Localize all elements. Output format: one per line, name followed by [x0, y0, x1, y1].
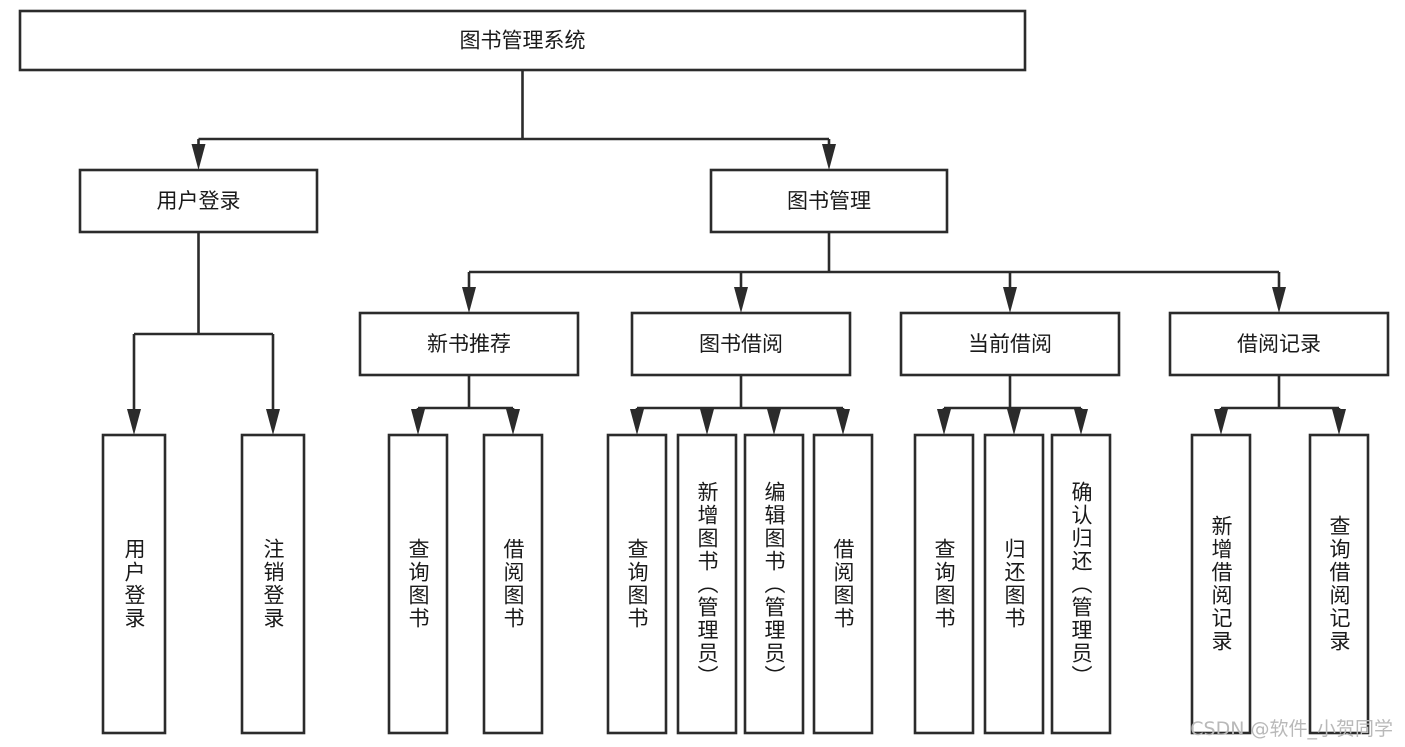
node-leaf-查询图书[interactable]	[913, 433, 975, 735]
node-box	[1190, 433, 1252, 735]
edge-借阅记录-to-新增借阅记录-arrowhead	[1214, 409, 1228, 435]
node-box	[1308, 433, 1370, 735]
edge-booksmgmt-to-借阅记录-arrowhead	[1272, 287, 1286, 313]
edge-root-to-用户登录-arrowhead	[191, 144, 206, 170]
node-label: 借阅记录	[1237, 332, 1321, 356]
edge-用户登录-to-注销登录-arrowhead	[266, 409, 280, 435]
node-label: 新书推荐	[427, 332, 511, 356]
node-box	[1050, 433, 1112, 735]
node-leaf-归还图书[interactable]	[983, 433, 1045, 735]
node-label: 图书管理	[787, 189, 871, 213]
edge-booksmgmt-to-图书借阅-arrowhead	[734, 287, 748, 313]
node-leaf-新增图书管理员[interactable]	[676, 433, 738, 735]
node-box	[18, 9, 1027, 72]
edge-当前借阅-to-确认归还管理员-arrowhead	[1074, 409, 1088, 435]
node-level2-用户登录[interactable]	[78, 168, 319, 234]
node-box	[387, 433, 449, 735]
node-box	[913, 433, 975, 735]
node-label: 当前借阅	[968, 332, 1052, 356]
node-box	[899, 311, 1121, 377]
edge-图书借阅-to-新增图书管理员-arrowhead	[700, 409, 714, 435]
edge-用户登录-to-用户登录-arrowhead	[127, 409, 141, 435]
edge-当前借阅-to-归还图书-arrowhead	[1007, 409, 1021, 435]
edge-借阅记录-to-查询借阅记录-arrowhead	[1332, 409, 1346, 435]
node-box	[983, 433, 1045, 735]
node-label: 图书管理系统	[460, 29, 586, 53]
edge-root-to-图书管理-arrowhead	[822, 144, 836, 170]
node-box	[482, 433, 544, 735]
edge-新书推荐-to-借阅图书-arrowhead	[506, 409, 520, 435]
node-leaf-确认归还管理员[interactable]	[1050, 433, 1112, 735]
node-leaf-注销登录[interactable]	[240, 433, 306, 735]
edge-新书推荐-to-查询图书-arrowhead	[411, 409, 425, 435]
edge-当前借阅-to-查询图书-arrowhead	[937, 409, 951, 435]
node-box	[743, 433, 805, 735]
edge-图书借阅-to-借阅图书-arrowhead	[836, 409, 850, 435]
node-level3-新书推荐[interactable]	[358, 311, 580, 377]
node-box	[676, 433, 738, 735]
edge-图书借阅-to-查询图书-arrowhead	[630, 409, 644, 435]
node-box	[101, 433, 167, 735]
node-label: 图书借阅	[699, 332, 783, 356]
edge-booksmgmt-to-新书推荐-arrowhead	[462, 287, 476, 313]
node-leaf-编辑图书管理员[interactable]	[743, 433, 805, 735]
node-box	[358, 311, 580, 377]
edge-图书借阅-to-编辑图书管理员-arrowhead	[767, 409, 781, 435]
node-leaf-借阅图书[interactable]	[812, 433, 874, 735]
node-leaf-查询图书[interactable]	[606, 433, 668, 735]
node-box	[812, 433, 874, 735]
node-level3-当前借阅[interactable]	[899, 311, 1121, 377]
node-leaf-查询借阅记录[interactable]	[1308, 433, 1370, 735]
node-label: 用户登录	[157, 189, 241, 213]
node-box	[240, 433, 306, 735]
node-leaf-查询图书[interactable]	[387, 433, 449, 735]
node-root-图书管理系统[interactable]	[18, 9, 1027, 72]
node-leaf-新增借阅记录[interactable]	[1190, 433, 1252, 735]
node-box	[606, 433, 668, 735]
edge-booksmgmt-to-当前借阅-arrowhead	[1003, 287, 1017, 313]
node-leaf-借阅图书[interactable]	[482, 433, 544, 735]
node-box	[78, 168, 319, 234]
node-leaf-用户登录[interactable]	[101, 433, 167, 735]
